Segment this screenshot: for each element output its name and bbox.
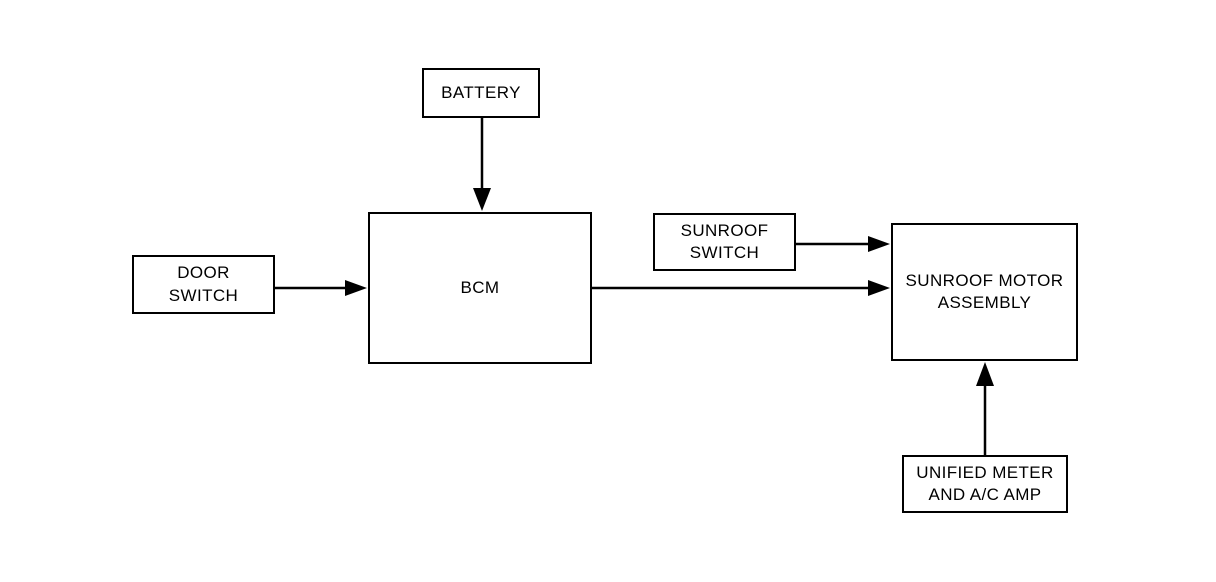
arrow-battery-to-bcm [473, 118, 491, 211]
node-sunroof-switch-label-line2: SWITCH [689, 243, 760, 262]
node-unified-meter-label-line2: AND A/C AMP [928, 485, 1042, 504]
node-door-switch-label-line2: SWITCH [168, 285, 239, 305]
arrow-bcm-to-motor [592, 280, 890, 296]
node-bcm-label: BCM [460, 277, 500, 297]
node-battery: BATTERY [422, 68, 540, 118]
node-sunroof-switch-label-line1: SUNROOF [680, 220, 769, 240]
node-door-switch-label-line1: DOOR [177, 263, 230, 283]
arrow-sunroof-switch-to-motor [796, 236, 890, 252]
node-bcm: BCM [368, 212, 592, 364]
node-sunroof-switch: SUNROOF SWITCH [653, 213, 796, 271]
arrow-door-switch-to-bcm [275, 280, 367, 296]
node-unified-meter-label-line1: UNIFIED METER [916, 462, 1054, 482]
node-unified-meter-and-ac-amp: UNIFIED METER AND A/C AMP [902, 455, 1068, 513]
arrow-unified-meter-to-motor [976, 362, 994, 455]
node-sunroof-motor-label-line2: ASSEMBLY [937, 293, 1032, 312]
node-battery-label: BATTERY [441, 82, 521, 102]
node-sunroof-motor-assembly: SUNROOF MOTOR ASSEMBLY [891, 223, 1078, 361]
node-door-switch: DOOR SWITCH [132, 255, 275, 314]
node-sunroof-motor-label-line1: SUNROOF MOTOR [905, 270, 1064, 290]
